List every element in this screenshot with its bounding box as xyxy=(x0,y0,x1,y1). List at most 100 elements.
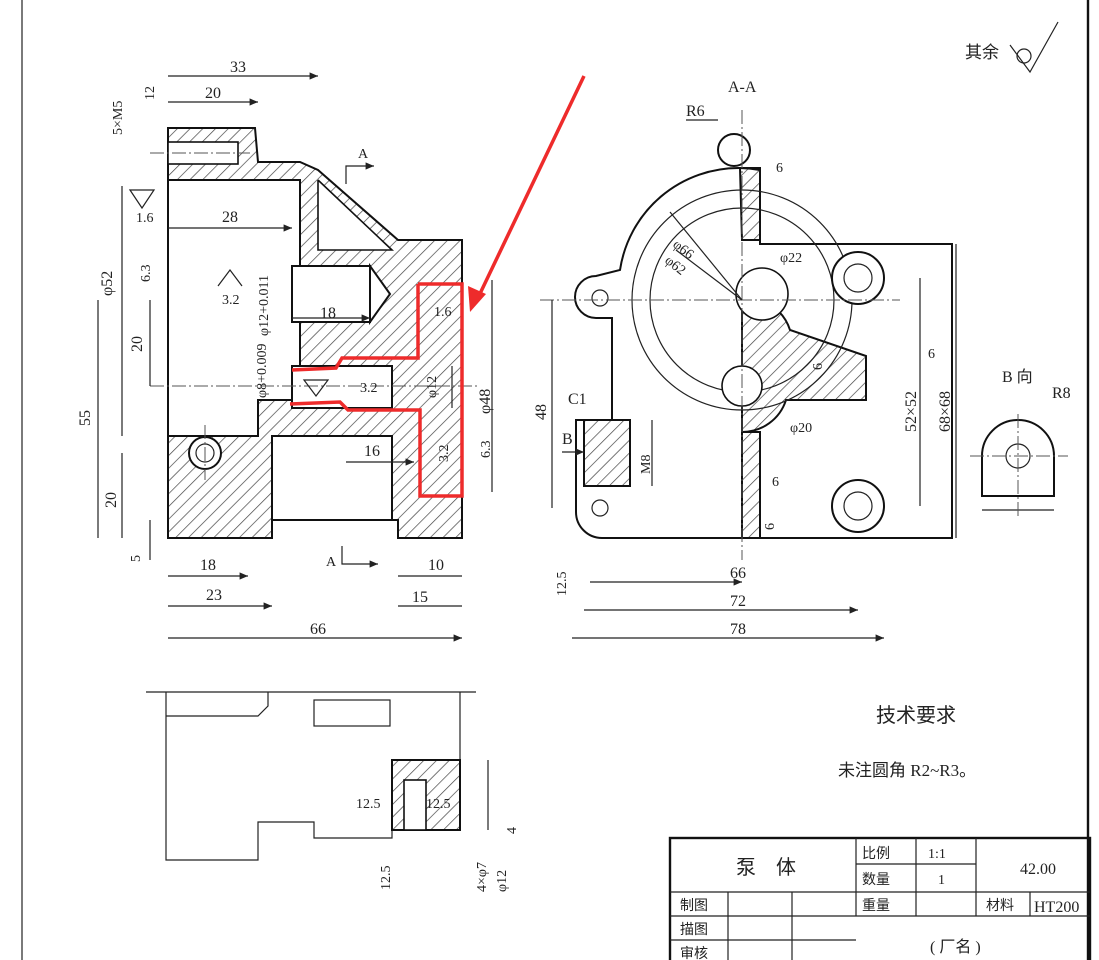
circle-phi22 xyxy=(735,267,789,321)
draw-label: 制图 xyxy=(680,898,708,914)
main-cavity-left xyxy=(167,179,301,437)
main-view: 33 20 5×M5 12 28 φ52 6.3 1.6 3.2 φ12+0.0… xyxy=(77,59,586,642)
dim-phi12-mid: φ12 xyxy=(425,376,440,398)
main-cavity-bottom xyxy=(271,435,393,521)
part-name: 泵 体 xyxy=(736,856,796,879)
dim-52x52: 52×52 xyxy=(903,391,920,432)
review-label: 审核 xyxy=(680,946,708,960)
dim-72: 72 xyxy=(730,593,746,610)
section-hatch-low xyxy=(741,431,761,539)
bottom-slot xyxy=(313,699,391,727)
label-b: B xyxy=(562,431,573,448)
dim-20-top: 20 xyxy=(205,85,221,102)
bolt-boss-top xyxy=(831,251,885,305)
corner-roughness-note: 其余 xyxy=(965,21,1059,74)
dim-12-5-c: 12.5 xyxy=(379,866,394,891)
weight-label: 重量 xyxy=(862,898,890,914)
section-arrow-bottom-label: A xyxy=(326,555,337,570)
material-value: HT200 xyxy=(1034,899,1079,916)
dim-c1: C1 xyxy=(568,391,587,408)
title-block-frame xyxy=(668,836,1092,960)
dim-4xphi7: 4×φ7 xyxy=(475,862,490,892)
dim-phi8-tol: φ8+0.009 xyxy=(255,344,270,398)
dim-20-low: 20 xyxy=(103,492,120,508)
bolt-hole-top xyxy=(843,263,873,293)
radius-r8: R8 xyxy=(1052,385,1071,402)
dim-5: 5 xyxy=(129,555,144,562)
dim-3-2-right: 3.2 xyxy=(437,445,452,463)
dim-15: 15 xyxy=(412,589,428,606)
bottom-boss-hole xyxy=(403,779,427,831)
section-arrow-top-label: A xyxy=(358,147,369,162)
material-label: 材料 xyxy=(986,898,1014,914)
bolt-hole-bottom xyxy=(843,491,873,521)
dim-6-top: 6 xyxy=(776,161,783,176)
dim-phi48: φ48 xyxy=(477,389,494,414)
view-b: B 向 R8 xyxy=(970,368,1071,518)
dim-20-left: 20 xyxy=(129,336,146,352)
dim-66-section: 66 xyxy=(730,565,746,582)
dim-6-low: 6 xyxy=(772,475,779,490)
section-arrow-top xyxy=(345,162,374,184)
section-hatch-boss xyxy=(583,419,631,487)
dim-28: 28 xyxy=(222,209,238,226)
dim-5xm5: 5×M5 xyxy=(111,101,126,135)
dim-phi22: φ22 xyxy=(780,251,802,266)
dim-55: 55 xyxy=(77,410,94,426)
dim-18-mid: 18 xyxy=(320,305,336,322)
dim-phi12-bottom: φ12 xyxy=(495,870,510,892)
dim-6-3-right: 6.3 xyxy=(479,441,494,459)
tech-requirements: 技术要求 未注圆角 R2~R3。 xyxy=(838,704,976,780)
dim-23: 23 xyxy=(206,587,222,604)
bottom-step-left xyxy=(166,692,269,717)
dim-phi12-tol: φ12+0.011 xyxy=(257,275,272,336)
dim-6-mid: 6 xyxy=(928,347,935,362)
qty-label: 数量 xyxy=(862,872,890,888)
leader-phi62 xyxy=(675,249,743,301)
leader-phi66 xyxy=(669,211,743,301)
red-arrow-shaft xyxy=(474,75,586,303)
view-b-label: B 向 xyxy=(1002,368,1033,386)
scale-value: 1:1 xyxy=(928,847,946,862)
title-block: 泵 体 比例 1:1 数量 1 42.00 重量 材料 HT200 制图 描图 … xyxy=(668,836,1092,960)
dim-6-right: 6 xyxy=(811,363,826,370)
section-title: A-A xyxy=(728,79,757,96)
qty-value: 1 xyxy=(938,873,945,888)
section-view: A-A R6 φ66 φ62 φ22 φ20 6 6 6 6 6 52×52 xyxy=(533,79,957,642)
dim-6-bottom: 6 xyxy=(763,523,778,530)
bottom-view: 12.5 12.5 12.5 4×φ7 φ12 4 xyxy=(146,691,520,892)
dim-12-5: 12.5 xyxy=(555,572,570,597)
dim-3-2-mid: 3.2 xyxy=(360,381,378,396)
roughness-circle-icon xyxy=(1016,48,1032,64)
scale-label: 比例 xyxy=(862,846,890,862)
section-arrow-bottom xyxy=(341,546,378,568)
dim-48: 48 xyxy=(533,404,550,420)
dim-phi52: φ52 xyxy=(99,271,116,296)
red-outline-lower xyxy=(289,282,464,498)
main-rib xyxy=(317,179,395,251)
dim-68x68: 68×68 xyxy=(937,391,954,432)
tech-req-text: 未注圆角 R2~R3。 xyxy=(838,761,976,780)
red-arrow-head xyxy=(468,286,486,312)
section-hatch-top xyxy=(738,166,761,241)
dim-1-6-right: 1.6 xyxy=(434,305,452,320)
dim-78: 78 xyxy=(730,621,746,638)
dim-4-bottom: 4 xyxy=(505,827,520,834)
dim-12-5-b: 12.5 xyxy=(426,797,451,812)
main-bore-tip xyxy=(369,262,392,326)
main-bore-upper xyxy=(291,265,371,323)
corner-note-text: 其余 xyxy=(965,43,999,62)
dim-16: 16 xyxy=(364,443,380,460)
roughness-icon-3-2 xyxy=(217,269,243,287)
dim-6-3: 6.3 xyxy=(139,265,154,283)
lug-bottom-hole xyxy=(591,499,609,517)
dim-1-6-left: 1.6 xyxy=(136,211,154,226)
factory-name: ( 厂名 ) xyxy=(930,938,981,956)
dim-m8: M8 xyxy=(639,455,654,474)
lug-left-hole xyxy=(591,289,609,307)
roughness-icon-center xyxy=(302,379,330,397)
dim-12-5-a: 12.5 xyxy=(356,797,381,812)
lug-top xyxy=(717,133,751,167)
